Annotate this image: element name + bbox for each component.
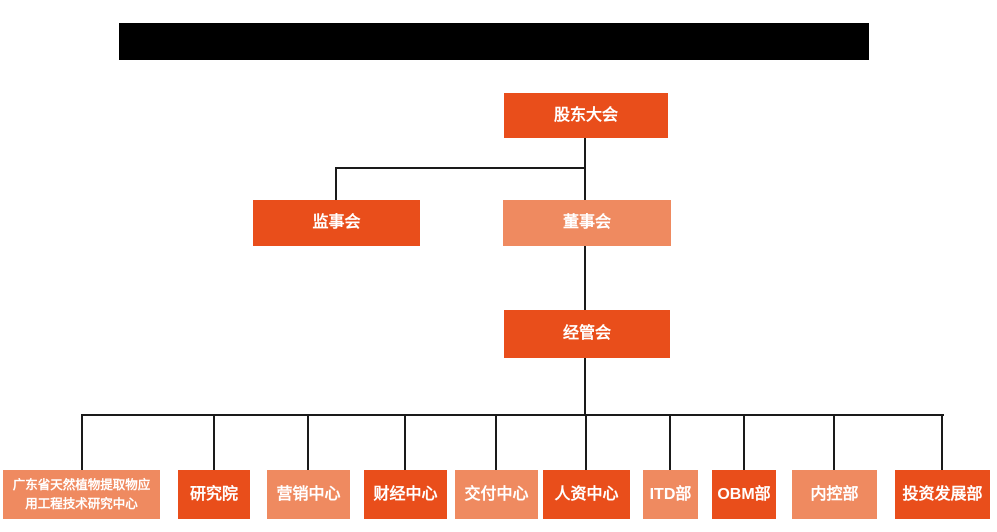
- connector-drop-itd: [669, 414, 671, 470]
- node-dept-hr-center: 人资中心: [543, 470, 630, 519]
- connector-board-to-mgmt: [584, 246, 586, 310]
- node-dept-investment-development: 投资发展部: [895, 470, 990, 519]
- node-management-committee: 经管会: [504, 310, 670, 358]
- node-dept-delivery-center: 交付中心: [455, 470, 538, 519]
- node-shareholders-meeting: 股东大会: [504, 93, 668, 138]
- connector-drop-delivery: [495, 414, 497, 470]
- connector-drop-hr: [585, 414, 587, 470]
- connector-drop-internal-control: [833, 414, 835, 470]
- connector-supervisory-drop: [335, 168, 337, 200]
- connector-root-down: [584, 138, 586, 168]
- connector-mgmt-down: [584, 358, 586, 415]
- connector-drop-investment: [941, 414, 943, 470]
- connector-drop-research-center: [81, 414, 83, 470]
- connector-branch-horizontal: [335, 167, 586, 169]
- redacted-title-bar: [119, 23, 869, 60]
- connector-drop-marketing: [307, 414, 309, 470]
- node-supervisory-board: 监事会: [253, 200, 420, 246]
- node-dept-finance-center: 财经中心: [364, 470, 447, 519]
- node-dept-obm: OBM部: [712, 470, 776, 519]
- connector-drop-finance: [404, 414, 406, 470]
- connector-department-bus: [81, 414, 944, 416]
- node-dept-marketing-center: 营销中心: [267, 470, 350, 519]
- node-board-of-directors: 董事会: [503, 200, 671, 246]
- node-dept-research-institute: 研究院: [178, 470, 250, 519]
- node-dept-internal-control: 内控部: [792, 470, 877, 519]
- node-dept-gd-plant-extract-research-center: 广东省天然植物提取物应用工程技术研究中心: [3, 470, 160, 519]
- connector-drop-institute: [213, 414, 215, 470]
- connector-board-drop: [584, 168, 586, 200]
- node-dept-itd: ITD部: [643, 470, 698, 519]
- connector-drop-obm: [743, 414, 745, 470]
